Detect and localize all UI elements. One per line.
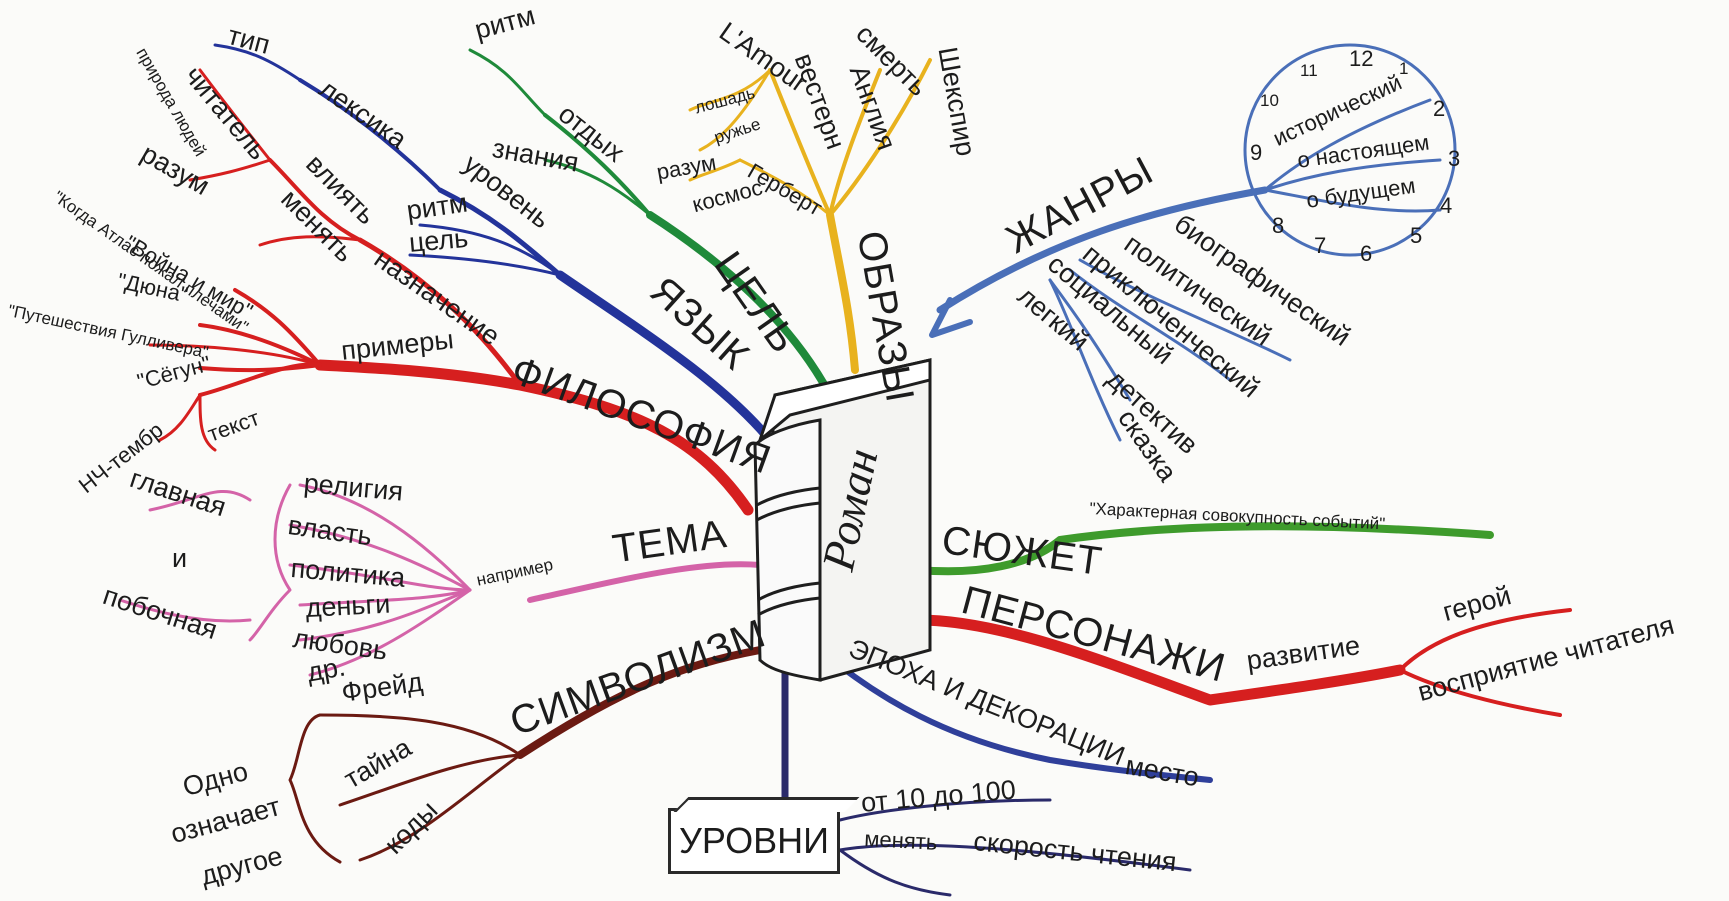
book-illustration [753,358,932,682]
genres-clock-circle [1243,43,1457,257]
clock-8: 8 [1272,213,1285,238]
levels-box: УРОВНИ [668,808,840,874]
levels-branch [781,661,1192,897]
symbolism-branch [288,646,764,864]
levels-label: УРОВНИ [679,820,829,861]
images-branch [688,58,932,374]
plot-trunk [914,522,1494,576]
theme-trunk [527,561,763,603]
clock-11: 11 [1300,61,1318,80]
curly-brace [288,713,342,864]
genres-branch [929,43,1457,442]
clock-12: 12 [1349,46,1374,71]
clock-3: 3 [1448,146,1461,171]
language-trunk [555,270,775,445]
genres-trunk [936,186,1269,314]
clock-10: 10 [1260,91,1279,110]
goal-branch [468,48,834,399]
philosophy-branch [148,68,754,516]
theme-etc: др. [304,651,348,688]
levels-change: менять [863,826,938,855]
language-branch [213,43,775,445]
clock-5: 5 [1410,223,1423,248]
clock-6: 6 [1360,241,1373,266]
symbolism-trunk [516,646,764,759]
epoch-trunk [817,647,1213,783]
clock-2: 2 [1433,96,1446,121]
theme-money: деньги [304,588,392,623]
language-goal: цель [407,222,470,258]
plot-branch [914,522,1494,576]
clock-4: 4 [1440,193,1453,218]
clock-1: 1 [1399,59,1409,78]
clock-9: 9 [1250,140,1263,165]
images-trunk [826,211,859,374]
epoch-branch [817,647,1213,783]
characters-branch [912,608,1572,717]
characters-trunk [912,614,1406,706]
clock-7: 7 [1314,233,1327,258]
theme-and: и [172,543,188,573]
goal-trunk [646,211,834,399]
theme-branch [118,483,763,677]
